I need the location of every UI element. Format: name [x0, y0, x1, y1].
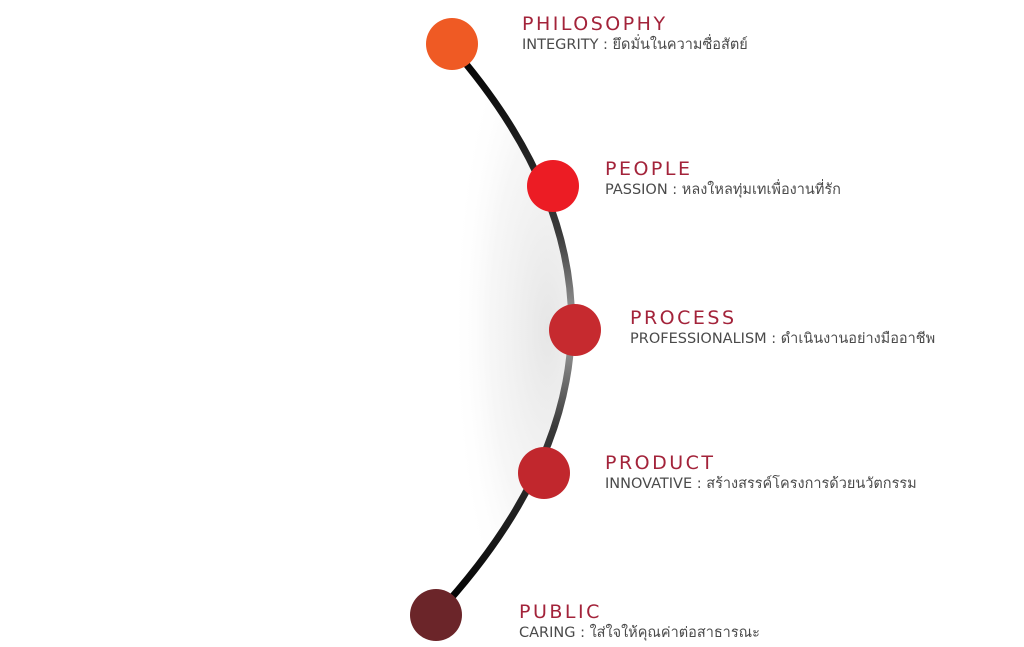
node-public-title: PUBLIC	[519, 601, 602, 623]
node-process-label: PROCESS PROFESSIONALISM : ดำเนินงานอย่าง…	[630, 307, 935, 349]
node-philosophy-dot	[426, 18, 478, 70]
node-people-description: PASSION : หลงใหลทุ่มเทเพื่องานที่รัก	[605, 182, 841, 198]
node-product-title: PRODUCT	[605, 452, 716, 474]
node-philosophy-title: PHILOSOPHY	[522, 13, 668, 35]
node-product-dot	[518, 447, 570, 499]
node-process-description: PROFESSIONALISM : ดำเนินงานอย่างมืออาชีพ	[630, 331, 936, 347]
node-public-dot	[410, 589, 462, 641]
arc-shadow-glow	[411, 45, 572, 615]
node-people-label: PEOPLE PASSION : หลงใหลทุ่มเทเพื่องานที่…	[605, 158, 841, 200]
node-people-dot	[527, 160, 579, 212]
node-public-description: CARING : ใส่ใจให้คุณค่าต่อสาธารณะ	[519, 625, 760, 641]
node-philosophy-label: PHILOSOPHY INTEGRITY : ยึดมั่นในความซื่อ…	[522, 13, 748, 55]
node-process-dot	[549, 304, 601, 356]
node-people-title: PEOPLE	[605, 158, 693, 180]
node-public-label: PUBLIC CARING : ใส่ใจให้คุณค่าต่อสาธารณะ	[519, 601, 760, 643]
node-process-title: PROCESS	[630, 307, 737, 329]
node-philosophy-description: INTEGRITY : ยึดมั่นในความซื่อสัตย์	[522, 37, 748, 53]
node-product-description: INNOVATIVE : สร้างสรรค์โครงการด้วยนวัตกร…	[605, 476, 917, 492]
node-product-label: PRODUCT INNOVATIVE : สร้างสรรค์โครงการด้…	[605, 452, 917, 494]
